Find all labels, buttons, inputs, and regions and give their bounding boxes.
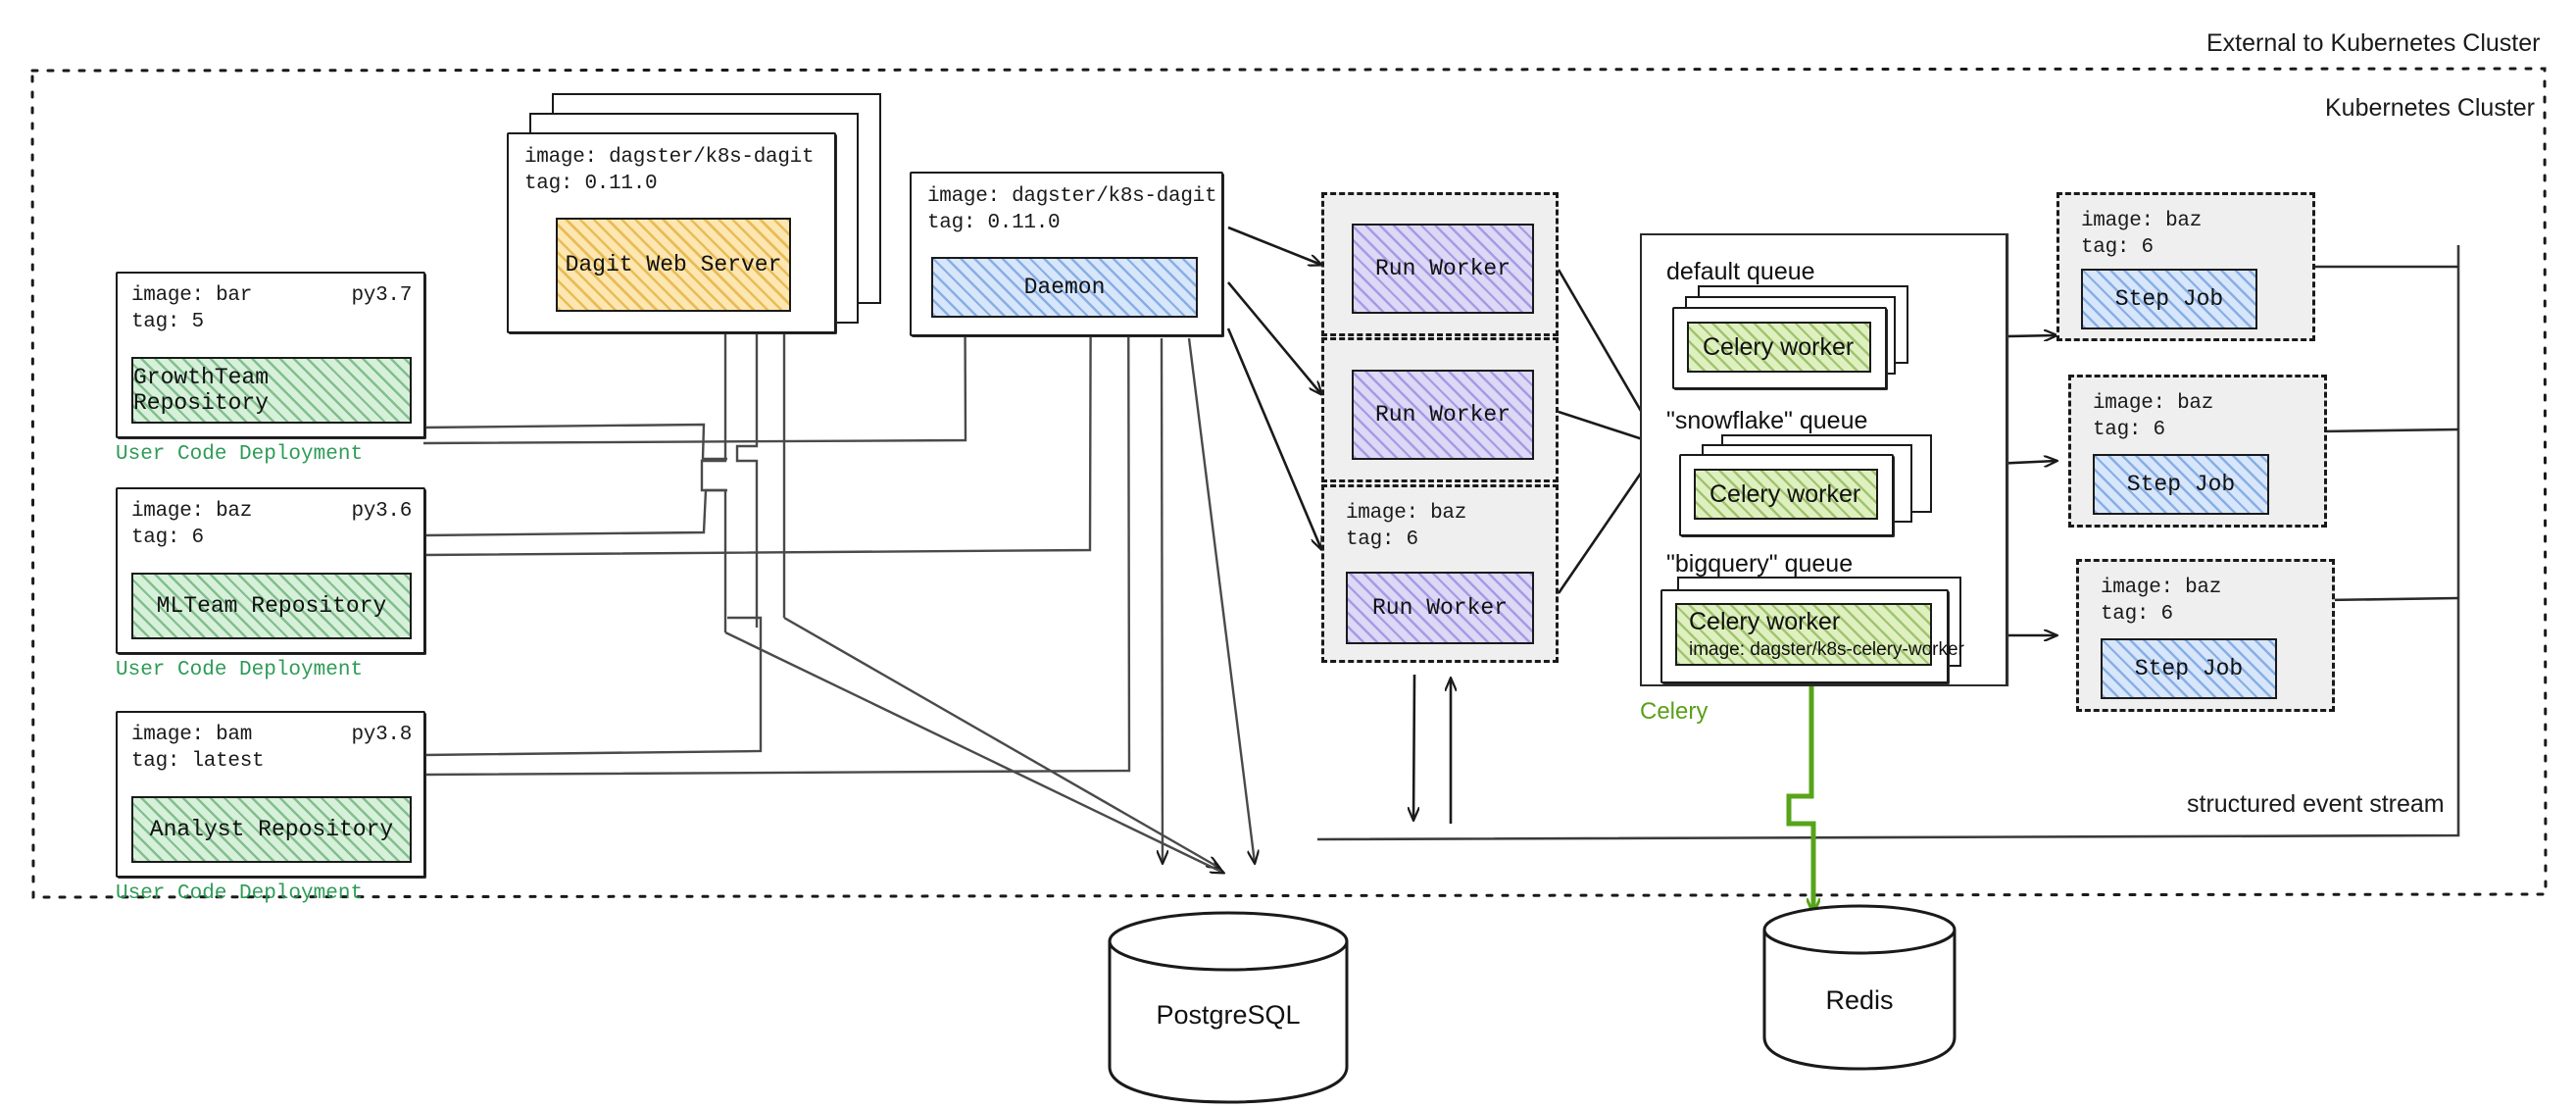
run-worker-box-3[interactable]: Run Worker [1346, 572, 1534, 644]
repository-box-analyst[interactable]: Analyst Repository [131, 796, 412, 863]
queue-label-bigquery: "bigquery" queue [1666, 550, 1854, 578]
external-cluster-label: External to Kubernetes Cluster [2206, 29, 2541, 57]
dagit-image-label: image: dagster/k8s-dagit [524, 146, 815, 169]
step-job-3[interactable]: image: baz tag: 6 Step Job [2076, 559, 2335, 712]
celery-worker-title: Celery worker [1703, 332, 1855, 361]
celery-worker-title: Celery worker [1709, 479, 1861, 508]
celery-to-redis-arrow [1786, 683, 1813, 912]
step-job-title: Step Job [2114, 286, 2224, 312]
run-worker-box-1[interactable]: Run Worker [1352, 224, 1534, 314]
repository-title: Analyst Repository [149, 817, 394, 842]
run-worker-title: Run Worker [1371, 595, 1509, 621]
celery-caption: Celery [1640, 698, 1709, 725]
user-code-deployment-analyst[interactable]: image: bam py3.8 tag: latest Analyst Rep… [116, 711, 425, 878]
celery-worker-box-bigquery[interactable]: Celery worker image: dagster/k8s-celery-… [1675, 603, 1964, 666]
run-worker-title: Run Worker [1374, 256, 1511, 281]
step-job-box-3[interactable]: Step Job [2101, 638, 2277, 699]
user-code-deployment-caption-1: User Code Deployment [116, 443, 364, 466]
dagit-title: Dagit Web Server [565, 252, 782, 277]
repo-image-label: image: bar [131, 284, 253, 307]
run-worker-tag-label: tag: 6 [1346, 528, 1418, 551]
run-worker-job-1[interactable]: Run Worker [1321, 192, 1559, 336]
run-worker-job-3[interactable]: image: baz tag: 6 Run Worker [1321, 484, 1559, 663]
user-code-deployment-caption-2: User Code Deployment [116, 659, 364, 681]
step-job-image-label: image: baz [2081, 210, 2203, 232]
run-worker-to-celery-arrows [1557, 269, 1655, 594]
dagit-tag-label: tag: 0.11.0 [524, 172, 658, 195]
queue-label-default: default queue [1666, 258, 1815, 285]
step-job-tag-label: tag: 6 [2081, 235, 2154, 259]
repo-tag-label: tag: 5 [131, 310, 204, 333]
daemon-to-run-worker-arrows [1226, 226, 1321, 549]
run-worker-image-label: image: baz [1346, 502, 1467, 525]
daemon-image-label: image: dagster/k8s-dagit [927, 185, 1217, 208]
run-worker-postgres-arrows [1413, 674, 1451, 824]
step-job-title: Step Job [2134, 656, 2244, 681]
daemon-pod[interactable]: image: dagster/k8s-dagit tag: 0.11.0 Dae… [910, 172, 1223, 336]
repo-tag-label: tag: 6 [131, 526, 204, 549]
kubernetes-cluster-label: Kubernetes Cluster [2325, 94, 2536, 122]
repo-python-version: py3.8 [351, 724, 412, 746]
user-code-deployment-caption-3: User Code Deployment [116, 882, 364, 905]
repository-title: GrowthTeam Repository [133, 365, 270, 416]
step-job-image-label: image: baz [2101, 577, 2222, 599]
step-job-box-1[interactable]: Step Job [2081, 269, 2257, 329]
step-job-tag-label: tag: 6 [2101, 602, 2173, 626]
user-code-deployment-mlteam[interactable]: image: baz py3.6 tag: 6 MLTeam Repositor… [116, 487, 425, 654]
repository-title: MLTeam Repository [156, 593, 387, 619]
repo-python-version: py3.7 [351, 284, 412, 307]
step-job-1[interactable]: image: baz tag: 6 Step Job [2056, 192, 2315, 341]
structured-event-stream-label: structured event stream [2187, 790, 2445, 818]
step-job-image-label: image: baz [2093, 392, 2214, 415]
celery-worker-pod-bigquery[interactable]: Celery worker image: dagster/k8s-celery-… [1660, 589, 1964, 683]
dagit-web-server-pod[interactable]: image: dagster/k8s-dagit tag: 0.11.0 Dag… [507, 132, 836, 333]
step-job-tag-label: tag: 6 [2093, 418, 2165, 441]
redis-label: Redis [1825, 985, 1894, 1015]
queue-label-snowflake: "snowflake" queue [1666, 407, 1868, 434]
daemon-box[interactable]: Daemon [931, 257, 1198, 318]
repo-image-label: image: baz [131, 500, 253, 523]
postgresql-cylinder [1108, 911, 1349, 1104]
run-worker-box-2[interactable]: Run Worker [1352, 370, 1534, 460]
run-worker-title: Run Worker [1374, 402, 1511, 428]
structured-event-stream-border [1316, 245, 2460, 841]
celery-worker-box-snowflake[interactable]: Celery worker [1694, 469, 1878, 520]
dagit-web-server-box[interactable]: Dagit Web Server [556, 218, 791, 312]
repository-box-mlteam[interactable]: MLTeam Repository [131, 573, 412, 639]
user-code-deployment-growthteam[interactable]: image: bar py3.7 tag: 5 GrowthTeam Repos… [116, 272, 425, 438]
celery-worker-box-default[interactable]: Celery worker [1687, 322, 1871, 373]
repo-image-label: image: bam [131, 724, 253, 746]
repository-box-growthteam[interactable]: GrowthTeam Repository [131, 357, 412, 424]
step-job-box-2[interactable]: Step Job [2093, 454, 2269, 515]
daemon-tag-label: tag: 0.11.0 [927, 211, 1061, 234]
step-job-return-lines [2315, 265, 2459, 602]
repo-tag-label: tag: latest [131, 749, 265, 773]
postgresql-label: PostgreSQL [1156, 1000, 1301, 1030]
step-job-2[interactable]: image: baz tag: 6 Step Job [2068, 375, 2327, 528]
step-job-title: Step Job [2126, 472, 2236, 497]
redis-cylinder [1762, 904, 1957, 1071]
celery-worker-image-label: image: dagster/k8s-celery-worker [1689, 639, 1964, 660]
run-worker-job-2[interactable]: Run Worker [1321, 337, 1559, 482]
celery-worker-pod-default[interactable]: Celery worker [1672, 307, 1887, 389]
daemon-title: Daemon [1023, 275, 1106, 300]
celery-worker-title: Celery worker [1689, 608, 1841, 635]
celery-worker-pod-snowflake[interactable]: Celery worker [1679, 454, 1894, 536]
repo-python-version: py3.6 [351, 500, 412, 523]
user-code-connectors [422, 191, 1255, 873]
